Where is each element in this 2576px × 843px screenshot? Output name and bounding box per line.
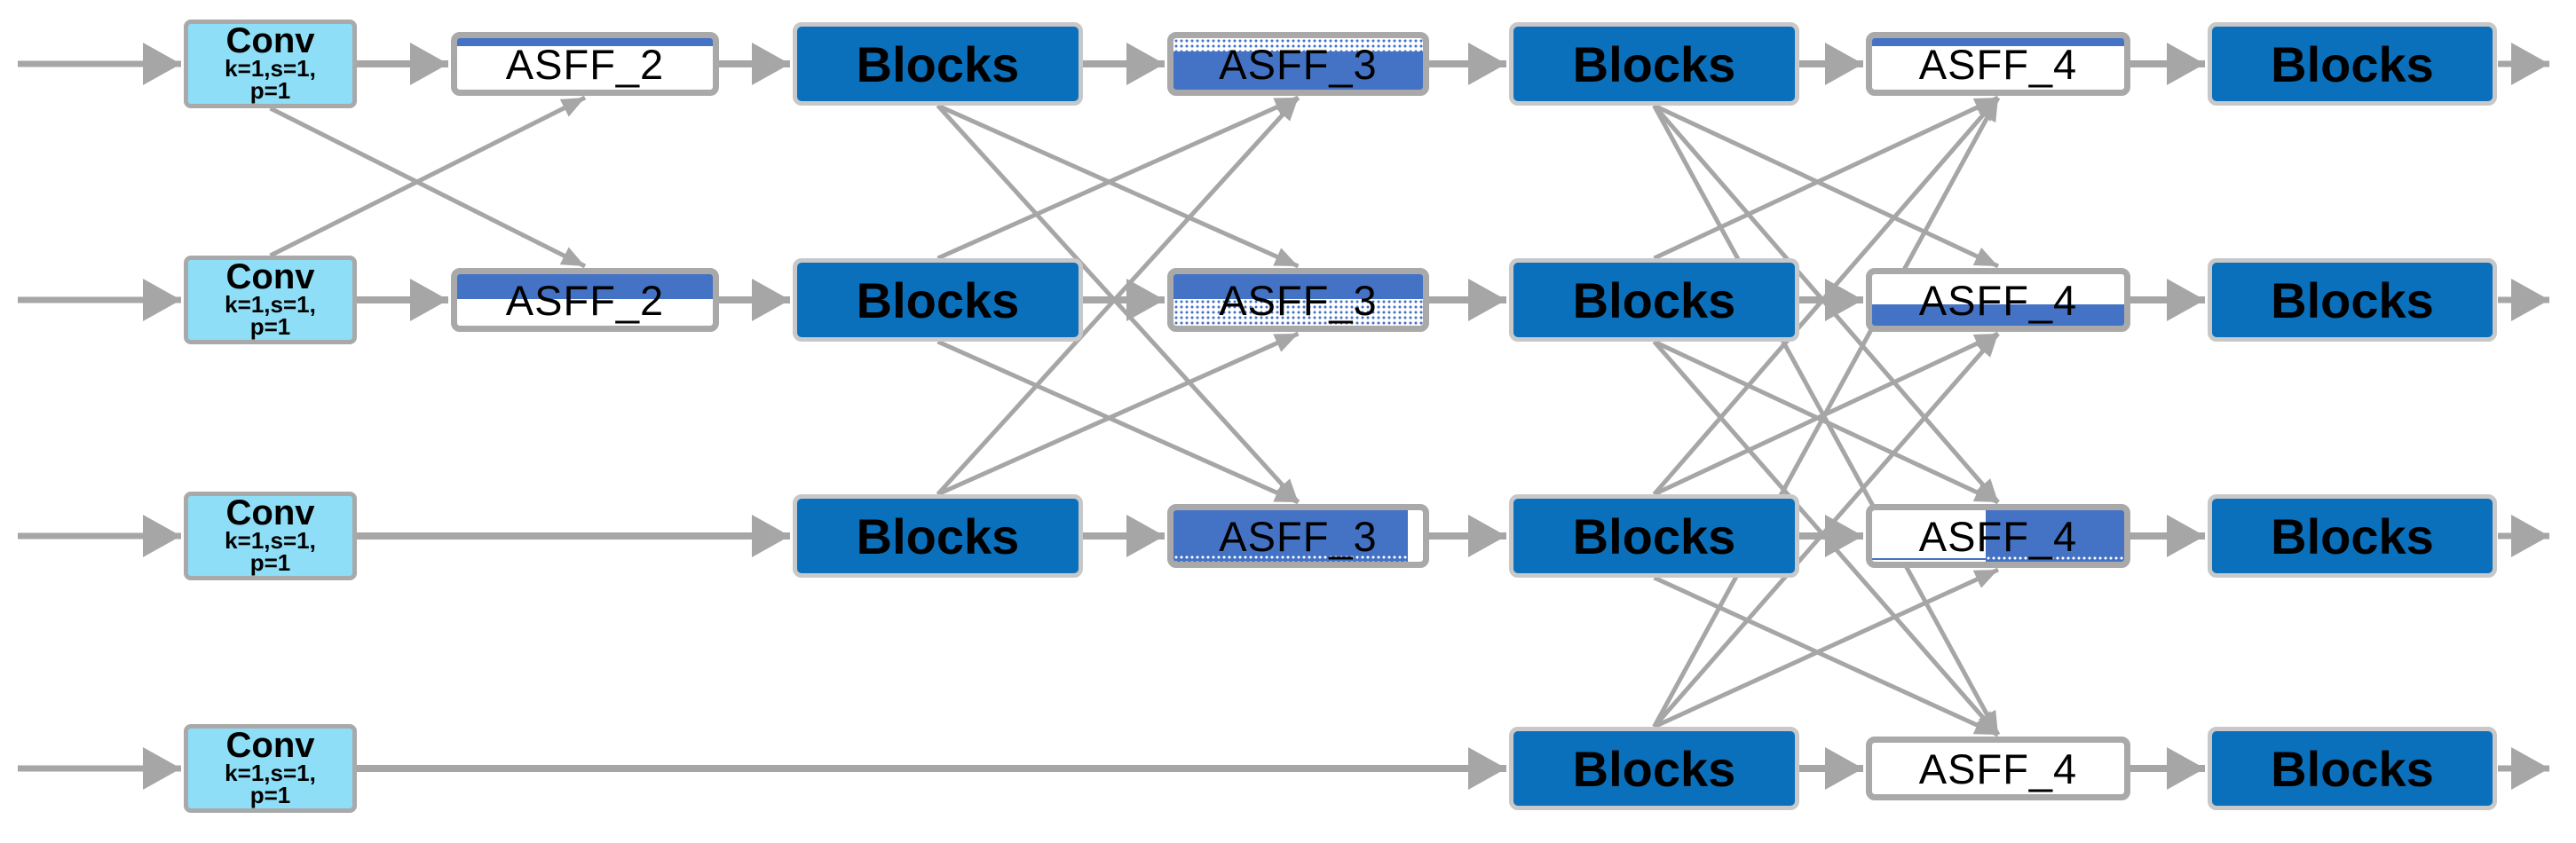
asff-weight-fill-layer-3 [1872,557,1986,561]
blocks-label: Blocks [856,35,1020,92]
fusion-arrow-blocks2-row1-to-asff4-row3 [1652,104,2000,504]
conv-params-line2-label: p=1 [249,782,291,809]
conv-params-line2-label: p=1 [249,77,291,105]
blocks2-node-row2: Blocks [1509,258,1799,342]
asff-weight-fill-layer-1 [1173,38,1423,51]
asff3-label: ASFF_3 [1219,512,1378,560]
asff-weight-fill-layer-2 [1985,555,2124,562]
blocks3-node-row2: Blocks [2208,258,2497,342]
asff-weight-fill-layer-1 [1872,38,2124,47]
fusion-arrow-blocks1-row2-to-asff3-row3 [936,339,1300,505]
asff4-node-row3: ASFF_4 [1866,504,2130,568]
fusion-arrow-blocks1-row3-to-asff3-row1 [936,96,1300,496]
fusion-arrow-blocks2-row2-to-asff4-row3 [1653,339,2000,505]
asff3-label: ASFF_3 [1219,40,1378,88]
blocks-label: Blocks [2271,740,2434,797]
asff-weight-fill-layer-1 [1173,274,1423,299]
blocks2-node-row1: Blocks [1509,22,1799,106]
blocks1-node-row2: Blocks [793,258,1083,342]
fusion-arrow-blocks2-row1-to-asff4-row2 [1653,103,2000,269]
conv-params-line2-label: p=1 [249,549,291,577]
blocks-label: Blocks [856,508,1020,564]
asff-weight-fill-layer-1 [1173,510,1409,562]
conv-params-line2-label: p=1 [249,313,291,341]
asff4-node-row2: ASFF_4 [1866,268,2130,332]
conv-params-line1-label: k=1,s=1, [225,759,316,786]
blocks-label: Blocks [1572,272,1736,328]
blocks2-node-row3: Blocks [1509,494,1799,578]
conv-params-line1-label: k=1,s=1, [225,54,316,82]
blocks-label: Blocks [1572,740,1736,797]
conv-params-line1-label: k=1,s=1, [225,526,316,554]
fusion-arrow-blocks1-row1-to-asff3-row2 [936,103,1300,269]
blocks-label: Blocks [2271,272,2434,328]
blocks-label: Blocks [856,272,1020,328]
fusion-arrow-blocks2-row3-to-asff4-row1 [1652,96,2000,496]
asff4-node-row4: ASFF_4 [1866,737,2130,800]
conv-title-label: Conv [225,726,315,766]
fusion-arrow-blocks2-row4-to-asff4-row2 [1652,332,2000,729]
asff-weight-fill-layer-1 [1872,303,2124,326]
blocks3-node-row4: Blocks [2208,727,2497,810]
asff4-node-row1: ASFF_4 [1866,32,2130,96]
conv-title-label: Conv [225,493,315,533]
fusion-arrow-blocks2-row4-to-asff4-row1 [1652,96,2001,729]
asff4-label: ASFF_4 [1918,40,2078,88]
fusion-arrow-blocks2-row2-to-asff4-row4 [1652,340,2000,737]
fusion-arrow-blocks1-row2-to-asff3-row1 [936,95,1300,261]
asff2-node-row2: ASFF_2 [451,268,719,332]
asff-weight-fill-layer-2 [1173,554,1409,562]
asff2-label: ASFF_2 [505,40,665,88]
asff4-label: ASFF_4 [1918,512,2078,560]
asff-weight-fill-layer-1 [457,274,713,299]
asff2-label: ASFF_2 [505,276,665,324]
blocks-label: Blocks [1572,508,1736,564]
blocks-label: Blocks [1572,35,1736,92]
asff3-node-row1: ASFF_3 [1167,32,1429,96]
fusion-arrow-blocks1-row1-to-asff3-row3 [936,104,1300,504]
fusion-arrow-blocks2-row2-to-asff4-row1 [1653,95,2000,261]
asff4-label: ASFF_4 [1918,745,2078,792]
fusion-arrow-conv-row2-to-asff2-row1 [269,95,587,258]
blocks3-node-row1: Blocks [2208,22,2497,106]
fusion-arrow-blocks1-row3-to-asff3-row2 [936,331,1300,497]
asff3-node-row2: ASFF_3 [1167,268,1429,332]
blocks3-node-row3: Blocks [2208,494,2497,578]
conv-title-label: Conv [225,257,315,297]
blocks-label: Blocks [2271,35,2434,92]
blocks1-node-row1: Blocks [793,22,1083,106]
fusion-arrow-conv-row1-to-asff2-row2 [269,106,587,269]
asff-weight-fill-layer-1 [1985,510,2124,562]
blocks1-node-row3: Blocks [793,494,1083,578]
asff3-node-row3: ASFF_3 [1167,504,1429,568]
asff-weight-fill-layer-2 [1173,298,1423,326]
fusion-arrow-blocks2-row3-to-asff4-row4 [1653,575,2000,737]
asff-weight-fill-layer-2 [1173,51,1423,90]
conv-params-line1-label: k=1,s=1, [225,290,316,318]
fusion-arrow-blocks2-row4-to-asff4-row3 [1653,567,2000,729]
blocks-label: Blocks [2271,508,2434,564]
asff-weight-fill-layer-1 [457,38,713,47]
conv-title-label: Conv [225,21,315,61]
asff2-node-row1: ASFF_2 [451,32,719,96]
asff3-label: ASFF_3 [1219,276,1378,324]
asff4-label: ASFF_4 [1918,276,2078,324]
blocks2-node-row4: Blocks [1509,727,1799,810]
